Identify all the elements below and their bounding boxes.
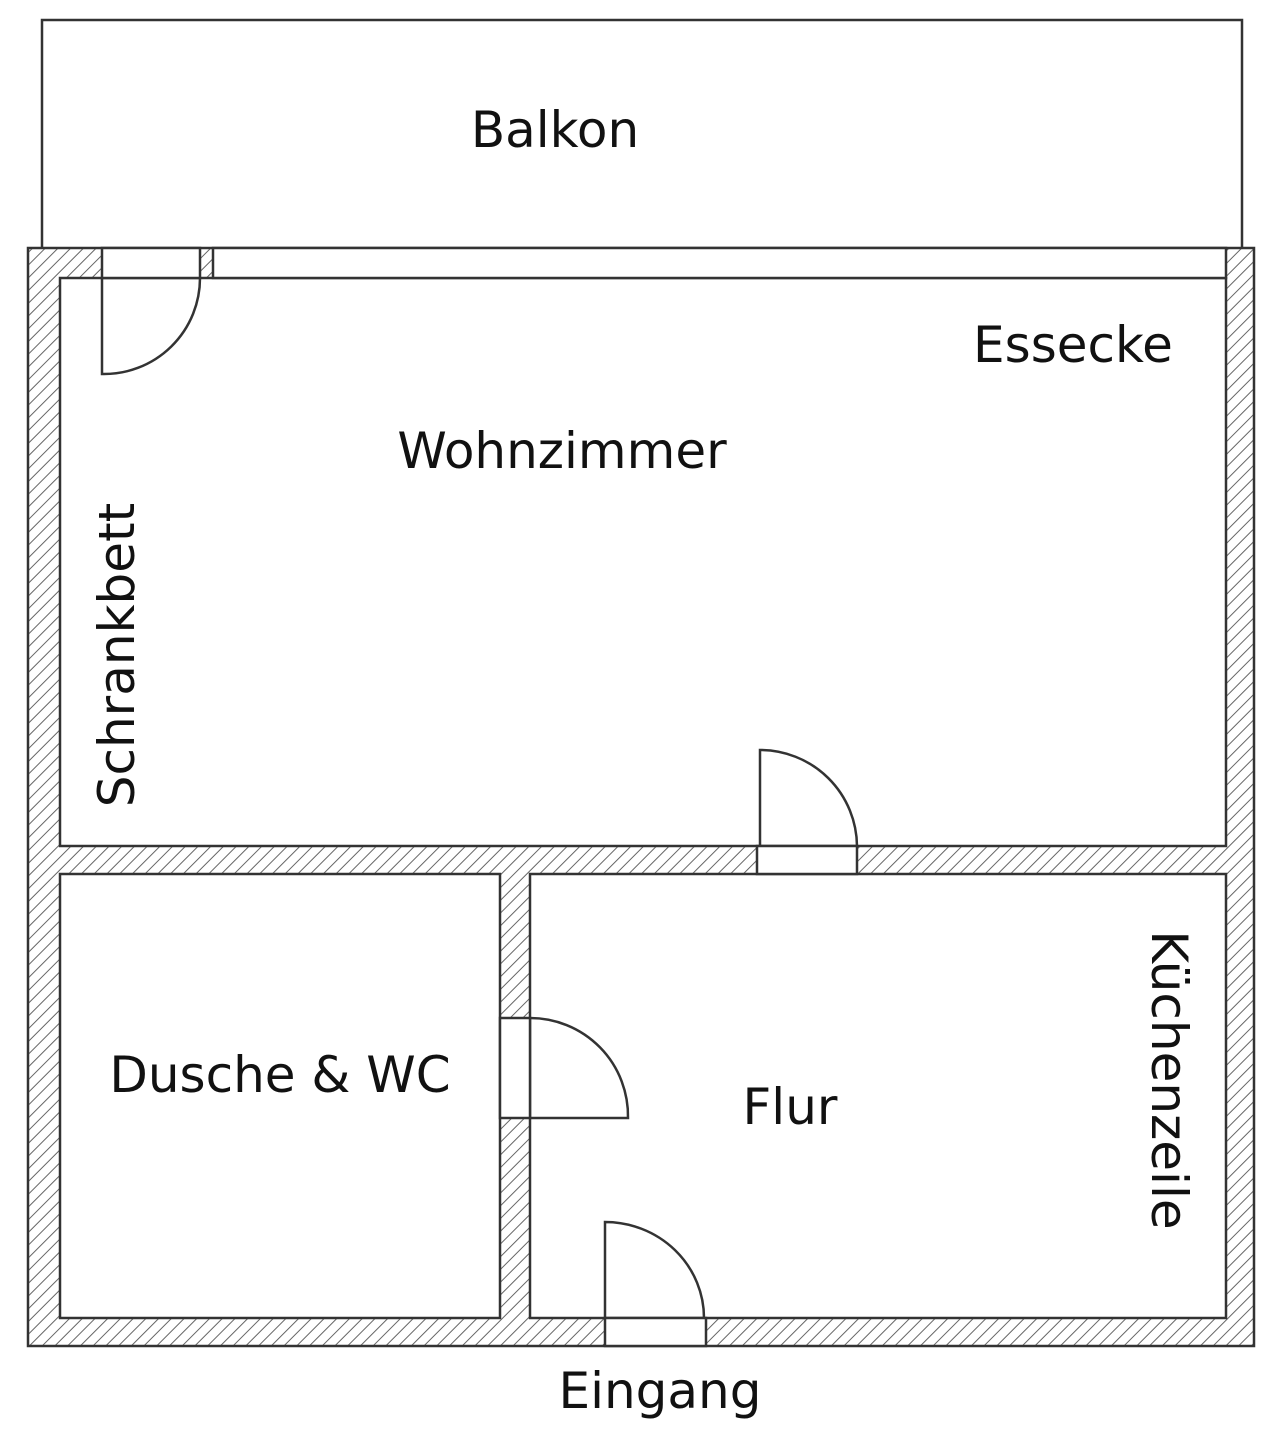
hallway-area [528, 872, 1228, 1320]
living-room-area [58, 276, 1228, 848]
label-living-room: Wohnzimmer [397, 422, 727, 480]
label-dining-corner: Essecke [973, 316, 1173, 374]
living-door-opening [755, 844, 859, 876]
bathroom-door-swing [529, 1016, 630, 1120]
bathroom-area [58, 872, 502, 1320]
balcony-door-opening [100, 246, 202, 280]
label-kitchenette: Küchenzeile [1140, 930, 1198, 1229]
entrance-door-swing [603, 1220, 706, 1319]
balcony-window [211, 246, 1228, 280]
bathroom-door-opening [498, 1016, 532, 1120]
balcony-door-swing [100, 277, 202, 376]
label-bathroom: Dusche & WC [109, 1046, 450, 1104]
entrance-door-opening [603, 1316, 708, 1348]
label-balcony: Balkon [471, 101, 639, 159]
label-wall-bed: Schrankbett [88, 503, 146, 807]
label-entrance: Eingang [559, 1362, 762, 1420]
living-door-swing [758, 748, 859, 847]
label-hallway: Flur [743, 1078, 838, 1136]
balcony-outline [40, 18, 1244, 248]
